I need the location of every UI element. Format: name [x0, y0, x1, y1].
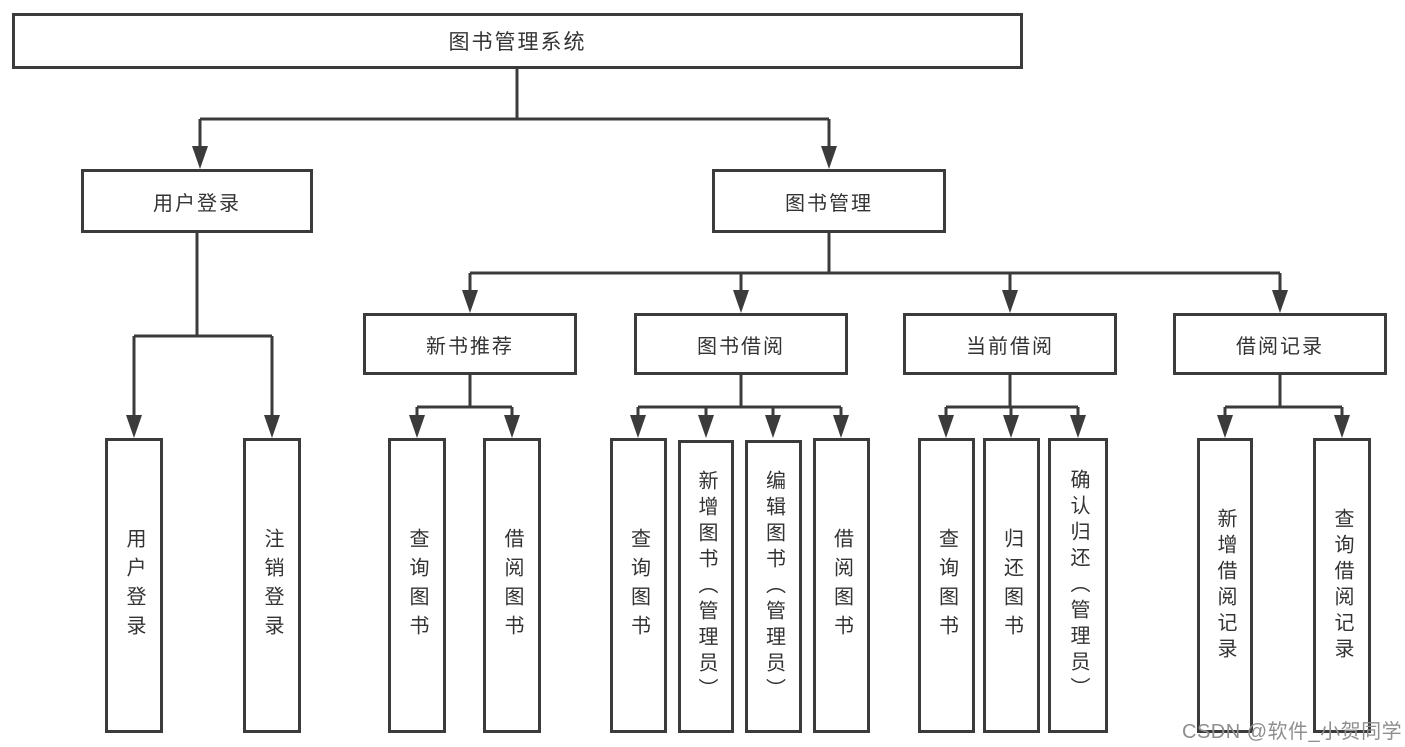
node-root: 图书管理系统: [12, 13, 1023, 69]
leaf-bb-query-books-label: 查询图书: [627, 527, 650, 644]
leaf-br-query-record-label: 查询借阅记录: [1331, 507, 1353, 664]
leaf-bb-edit-book-admin: 编辑图书（管理员）: [745, 440, 802, 733]
node-new-book-recommend-label: 新书推荐: [426, 335, 514, 358]
leaf-cb-confirm-return-admin: 确认归还（管理员）: [1048, 438, 1108, 733]
leaf-nbr-query-books-label: 查询图书: [406, 527, 428, 644]
leaf-bb-query-books: 查询图书: [610, 438, 667, 733]
leaf-bb-add-book-admin-label: 新增图书（管理员）: [695, 469, 717, 704]
node-user-login-label: 用户登录: [153, 192, 241, 215]
leaf-cb-return-books-label: 归还图书: [1000, 527, 1023, 644]
leaf-cb-confirm-return-admin-label: 确认归还（管理员）: [1067, 468, 1089, 703]
node-root-label: 图书管理系统: [448, 31, 587, 54]
node-current-borrowing: 当前借阅: [903, 313, 1117, 375]
node-borrowing-records-label: 借阅记录: [1236, 335, 1324, 358]
leaf-cb-query-books: 查询图书: [918, 438, 975, 733]
node-book-borrowing-label: 图书借阅: [697, 335, 785, 358]
leaf-bb-borrow-books: 借阅图书: [813, 438, 870, 733]
leaf-bb-add-book-admin: 新增图书（管理员）: [678, 440, 734, 733]
node-user-login: 用户登录: [81, 169, 313, 233]
leaf-cb-return-books: 归还图书: [983, 438, 1040, 733]
leaf-nbr-borrow-books-label: 借阅图书: [501, 527, 523, 644]
leaf-user-login-label: 用户登录: [123, 527, 145, 644]
leaf-br-add-record-label: 新增借阅记录: [1214, 507, 1236, 664]
leaf-br-add-record: 新增借阅记录: [1197, 438, 1253, 733]
leaf-nbr-query-books: 查询图书: [388, 438, 446, 733]
leaf-bb-edit-book-admin-label: 编辑图书（管理员）: [762, 469, 785, 704]
node-current-borrowing-label: 当前借阅: [966, 335, 1054, 358]
leaf-user-login: 用户登录: [105, 438, 163, 733]
leaf-nbr-borrow-books: 借阅图书: [483, 438, 541, 733]
leaf-bb-borrow-books-label: 借阅图书: [830, 527, 853, 644]
node-borrowing-records: 借阅记录: [1173, 313, 1387, 375]
node-book-management: 图书管理: [712, 169, 946, 233]
node-book-borrowing: 图书借阅: [634, 313, 848, 375]
watermark: CSDN @软件_小贺同学: [1182, 721, 1403, 743]
leaf-br-query-record: 查询借阅记录: [1313, 438, 1371, 733]
leaf-logout-label: 注销登录: [261, 527, 283, 644]
leaf-logout: 注销登录: [243, 438, 301, 733]
leaf-cb-query-books-label: 查询图书: [935, 527, 958, 644]
node-book-management-label: 图书管理: [785, 192, 873, 215]
node-new-book-recommend: 新书推荐: [363, 313, 577, 375]
